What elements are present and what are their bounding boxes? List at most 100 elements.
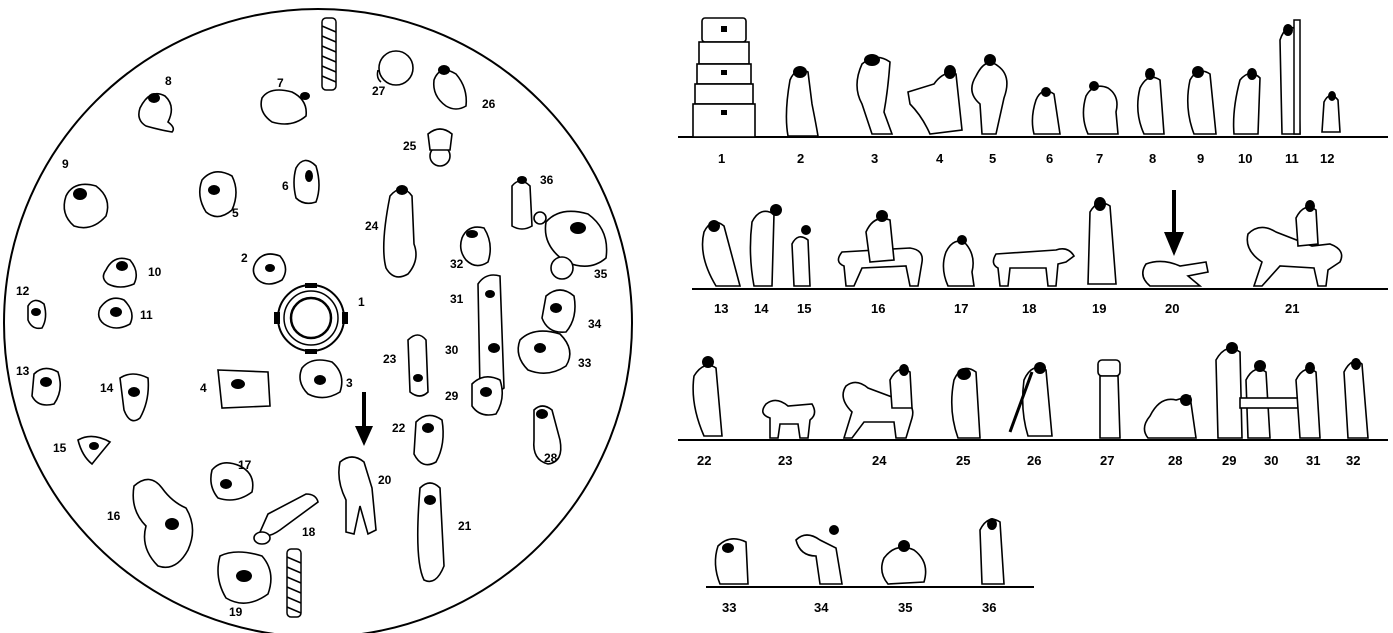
elev-label-18: 18 — [1022, 301, 1036, 316]
elev-label-10: 10 — [1238, 151, 1252, 166]
plan-label-35: 35 — [594, 267, 608, 281]
elev-figure-14 — [750, 211, 774, 286]
plan-label-33: 33 — [578, 356, 592, 370]
elev-figure-10 — [1234, 73, 1260, 134]
elev-label-26: 26 — [1027, 453, 1041, 468]
elev-label-24: 24 — [872, 453, 887, 468]
elev-label-2: 2 — [797, 151, 804, 166]
plan-label-13: 13 — [16, 364, 30, 378]
elev-label-29: 29 — [1222, 453, 1236, 468]
elev-label-22: 22 — [697, 453, 711, 468]
plan-view: 1 2 3 4 5 6 7 8 9 10 11 12 13 14 15 16 1… — [4, 9, 632, 633]
elev-figure-7 — [1083, 86, 1118, 134]
plan-label-18: 18 — [302, 525, 316, 539]
elev-figure-16 — [838, 210, 922, 286]
plan-label-34: 34 — [588, 317, 602, 331]
elev-figure-22 — [693, 365, 722, 436]
plan-figure-27 — [377, 51, 413, 85]
elev-figure-13 — [703, 222, 741, 286]
elev-label-13: 13 — [714, 301, 728, 316]
elev-label-6: 6 — [1046, 151, 1053, 166]
plan-arrow-to-20 — [355, 392, 373, 446]
elev-figure-3 — [857, 57, 892, 134]
elevation-row-2-labels: 13 14 15 16 17 18 19 20 21 — [714, 301, 1299, 316]
elev-figure-34 — [796, 535, 842, 584]
plan-label-24: 24 — [365, 219, 379, 233]
plan-label-23: 23 — [383, 352, 397, 366]
elev-label-7: 7 — [1096, 151, 1103, 166]
elev-arrow-to-20 — [1164, 190, 1184, 256]
elev-figure-26 — [1010, 362, 1052, 436]
elev-label-30: 30 — [1264, 453, 1278, 468]
elev-label-1: 1 — [718, 151, 725, 166]
elev-label-20: 20 — [1165, 301, 1179, 316]
elev-figure-35 — [882, 547, 926, 584]
elev-label-4: 4 — [936, 151, 944, 166]
elev-figure-12 — [1322, 95, 1340, 132]
plan-label-32: 32 — [450, 257, 464, 271]
elev-label-28: 28 — [1168, 453, 1182, 468]
plan-label-12: 12 — [16, 284, 30, 298]
plan-label-19: 19 — [229, 605, 243, 619]
elev-label-21: 21 — [1285, 301, 1299, 316]
plan-label-6: 6 — [282, 179, 289, 193]
elevation-row-3-labels: 22 23 24 25 26 27 28 29 30 31 32 — [697, 453, 1360, 468]
plan-label-25: 25 — [403, 139, 417, 153]
elev-figure-17 — [943, 241, 974, 286]
elev-label-31: 31 — [1306, 453, 1320, 468]
plan-label-15: 15 — [53, 441, 67, 455]
elev-label-3: 3 — [871, 151, 878, 166]
elev-figure-8 — [1138, 77, 1164, 134]
elev-label-8: 8 — [1149, 151, 1156, 166]
plan-label-1: 1 — [358, 295, 365, 309]
plan-label-3: 3 — [346, 376, 353, 390]
plan-label-31: 31 — [450, 292, 464, 306]
plan-label-9: 9 — [62, 157, 69, 171]
elev-figure-6 — [1032, 91, 1060, 134]
elev-figure-29-31-group — [1216, 342, 1320, 438]
elev-label-5: 5 — [989, 151, 996, 166]
plan-figure-1 — [274, 283, 348, 354]
elev-figure-5 — [972, 63, 1007, 134]
elev-figure-23 — [763, 400, 815, 438]
elev-label-11: 11 — [1285, 151, 1299, 166]
plan-label-11: 11 — [140, 308, 153, 322]
elev-label-34: 34 — [814, 600, 829, 615]
elev-label-9: 9 — [1197, 151, 1204, 166]
elev-label-27: 27 — [1100, 453, 1114, 468]
elev-label-15: 15 — [797, 301, 811, 316]
plan-label-14: 14 — [100, 381, 114, 395]
elevation-view: 1 2 3 4 5 6 7 8 9 10 11 12 13 14 15 16 1… — [678, 18, 1388, 615]
elev-figure-21 — [1247, 200, 1341, 286]
plan-label-29: 29 — [445, 389, 459, 403]
plan-disc-outline — [4, 9, 632, 633]
elev-label-19: 19 — [1092, 301, 1106, 316]
elevation-row-1-figures — [693, 18, 1340, 137]
plan-label-21: 21 — [458, 519, 472, 533]
elev-label-12: 12 — [1320, 151, 1334, 166]
plan-label-27: 27 — [372, 84, 386, 98]
elev-figure-32 — [1344, 361, 1368, 438]
elevation-row-2-figures — [703, 190, 1342, 286]
plan-label-36: 36 — [540, 173, 554, 187]
plan-label-8: 8 — [165, 74, 172, 88]
elev-figure-4 — [908, 73, 962, 134]
elev-figure-24 — [843, 364, 913, 438]
elevation-row-3-figures — [693, 342, 1368, 438]
plan-label-26: 26 — [482, 97, 496, 111]
elev-label-33: 33 — [722, 600, 736, 615]
elev-label-23: 23 — [778, 453, 792, 468]
elev-figure-9 — [1188, 71, 1216, 134]
plan-label-20: 20 — [378, 473, 392, 487]
plan-label-5: 5 — [232, 206, 239, 220]
elev-label-17: 17 — [954, 301, 968, 316]
plan-rope-top — [322, 18, 336, 90]
elevation-row-4-labels: 33 34 35 36 — [722, 600, 996, 615]
elev-label-36: 36 — [982, 600, 996, 615]
plan-label-28: 28 — [544, 451, 558, 465]
plan-label-17: 17 — [238, 458, 252, 472]
elev-figure-19 — [1088, 203, 1116, 284]
elev-figure-20 — [1143, 261, 1208, 286]
plan-label-2: 2 — [241, 251, 248, 265]
